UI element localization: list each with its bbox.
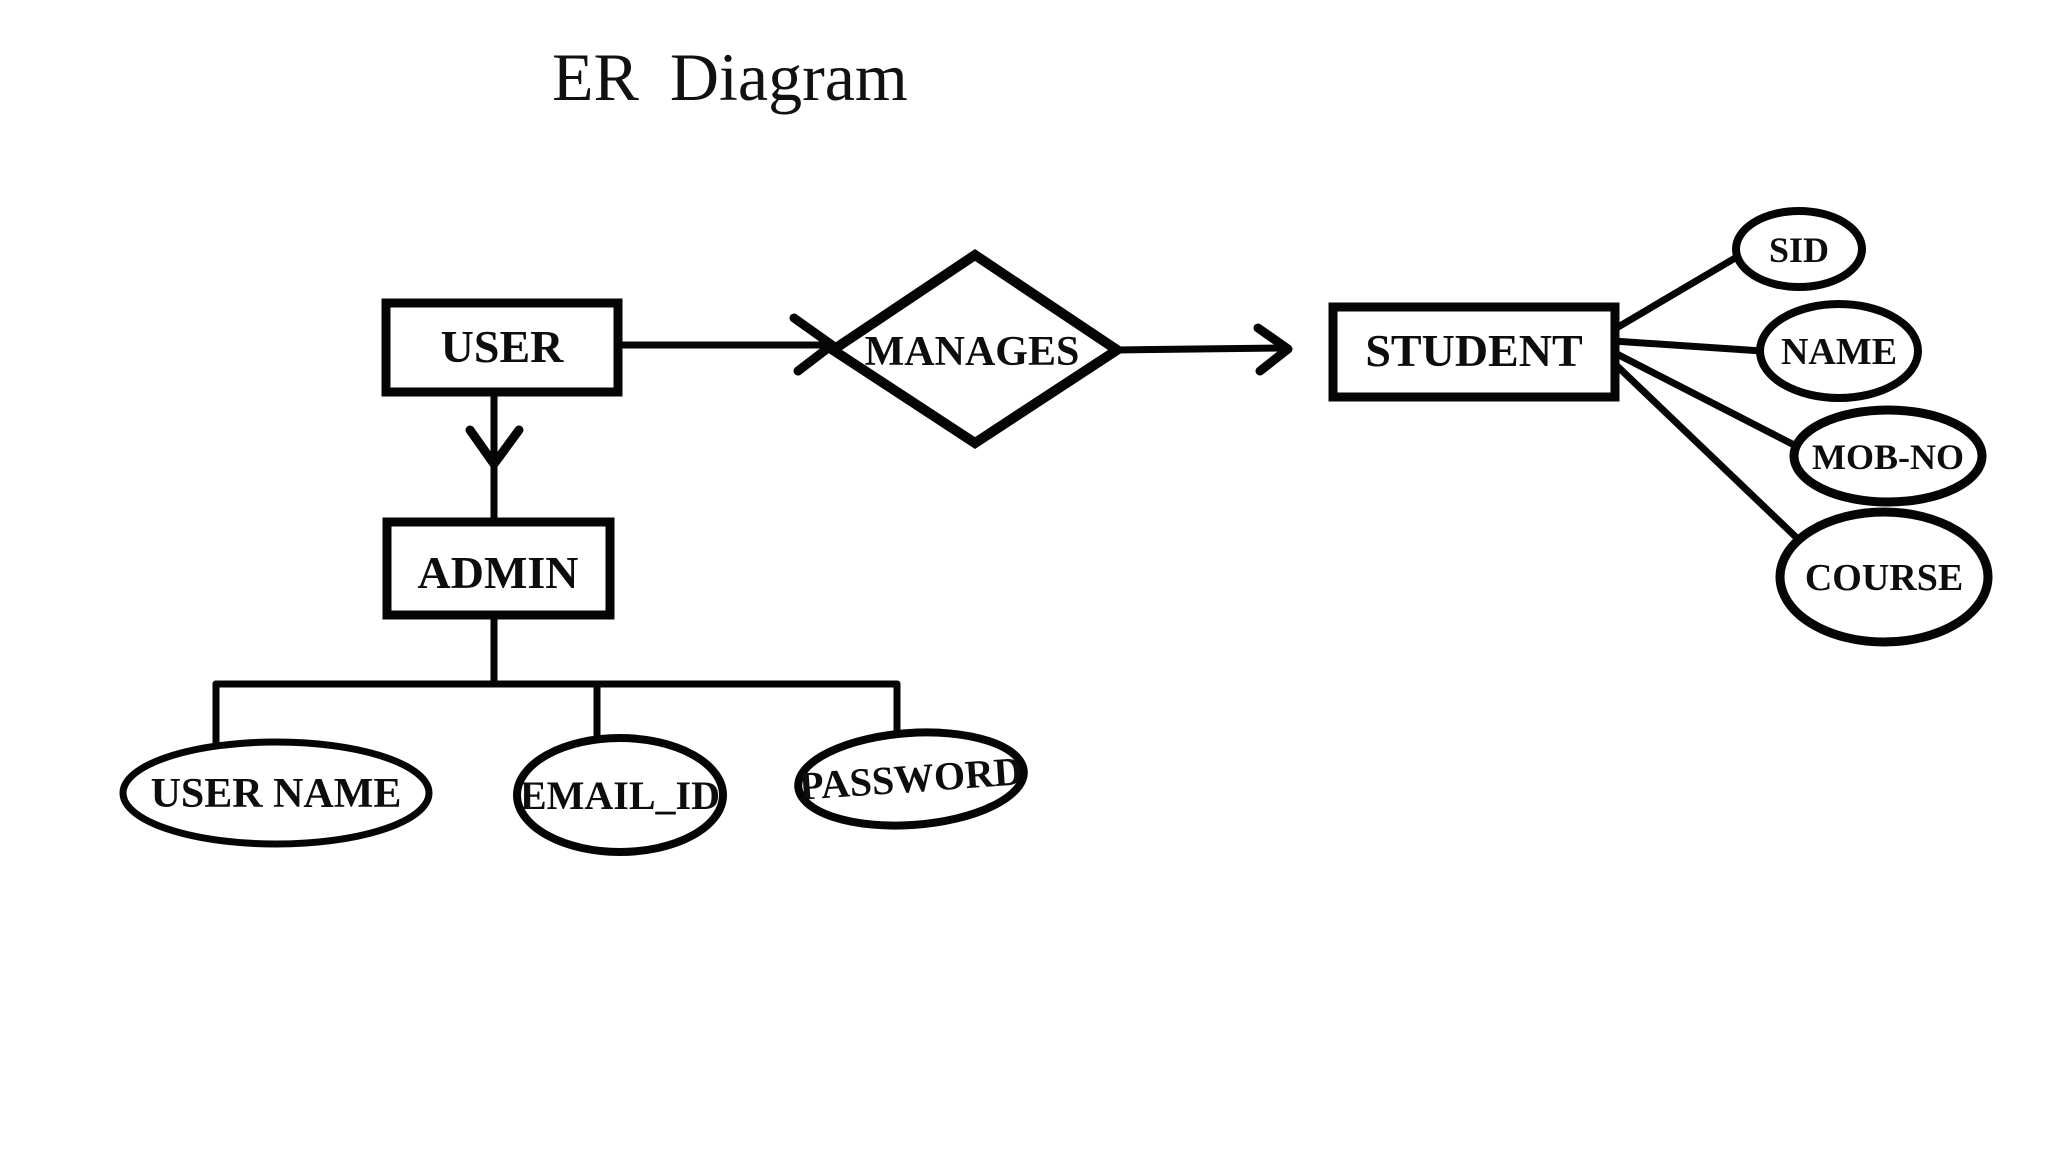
- entity-user-label: USER: [441, 321, 564, 372]
- attribute-user-name-label: USER NAME: [151, 771, 402, 817]
- attribute-course: COURSE: [1775, 507, 1993, 647]
- attribute-password: PASSWORD: [794, 728, 1028, 830]
- attribute-sid: SID: [1732, 207, 1866, 291]
- entity-student-label: STUDENT: [1365, 325, 1582, 376]
- relationship-manages-label: MANAGES: [865, 329, 1080, 375]
- edge-student-sid: [1609, 247, 1751, 334]
- entity-admin-box: [382, 517, 615, 620]
- attribute-course-ellipse: [1775, 507, 1993, 647]
- attribute-course-label: COURSE: [1805, 557, 1963, 599]
- diagram-title: ER Diagram: [552, 39, 908, 115]
- entity-admin: ADMIN: [382, 517, 615, 620]
- edge-student-course: [1611, 360, 1804, 545]
- arrowhead-manages-student: [1253, 323, 1293, 376]
- attribute-email-id: EMAIL_ID: [513, 734, 727, 856]
- attribute-mob-no-ellipse: [1789, 405, 1987, 507]
- attribute-user-name: USER NAME: [119, 738, 433, 848]
- relationship-manages-diamond: [823, 248, 1127, 449]
- entity-student: STUDENT: [1328, 302, 1620, 402]
- relationship-manages: MANAGES: [823, 248, 1127, 449]
- attribute-mob-no-label: MOB-NO: [1812, 437, 1964, 477]
- entity-student-box: [1328, 302, 1620, 402]
- attribute-mob-no: MOB-NO: [1789, 405, 1987, 507]
- attribute-password-ellipse: [794, 728, 1028, 830]
- attribute-sid-label: SID: [1769, 230, 1829, 270]
- attribute-name: NAME: [1756, 300, 1922, 402]
- attribute-name-label: NAME: [1781, 331, 1897, 373]
- entity-user: USER: [381, 298, 623, 397]
- attribute-email-id-ellipse: [513, 734, 727, 856]
- attribute-sid-ellipse: [1732, 207, 1866, 291]
- attribute-user-name-ellipse: [119, 738, 433, 848]
- edge-student-name: [1609, 337, 1766, 355]
- arrowhead-user-admin: [465, 425, 524, 469]
- attribute-email-id-label: EMAIL_ID: [520, 773, 720, 818]
- attribute-name-ellipse: [1756, 300, 1922, 402]
- edges: [212, 247, 1804, 752]
- edge-manages-student: [1113, 344, 1287, 354]
- edge-student-mobno: [1609, 348, 1802, 451]
- entity-user-box: [381, 298, 623, 397]
- entity-admin-label: ADMIN: [418, 547, 579, 598]
